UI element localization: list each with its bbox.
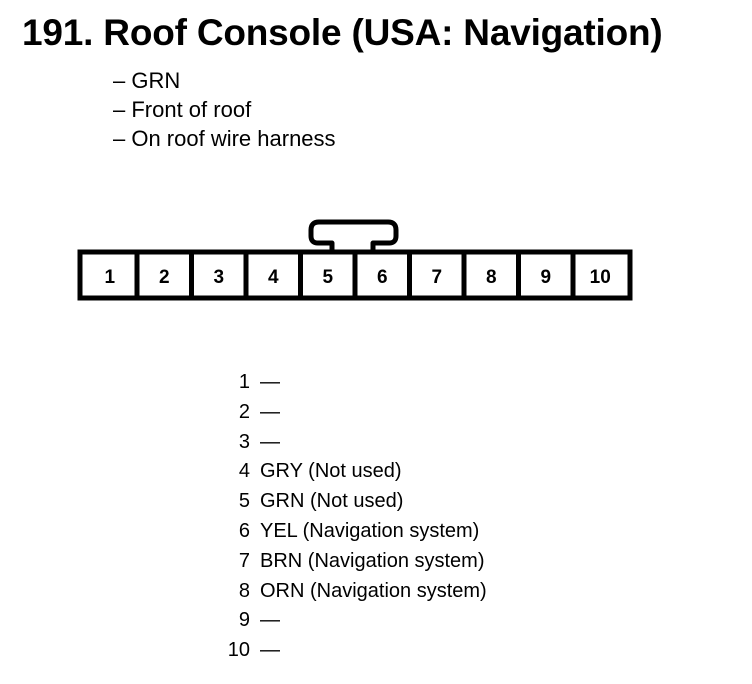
terminal-label-9: 9 bbox=[540, 267, 551, 288]
note-harness: – On roof wire harness bbox=[113, 126, 336, 151]
pin-number: 5 bbox=[238, 490, 250, 513]
page-title: 191. Roof Console (USA: Navigation) bbox=[22, 12, 663, 53]
pin-row-3: 3— bbox=[226, 428, 487, 458]
pin-row-9: 9— bbox=[226, 606, 487, 636]
pin-wire: GRY (Not used) bbox=[260, 460, 402, 483]
pin-number: 4 bbox=[238, 460, 250, 483]
terminal-label-5: 5 bbox=[322, 267, 333, 288]
pin-row-4: 4 GRY (Not used) bbox=[226, 457, 487, 487]
pin-row-5: 5 GRN (Not used) bbox=[226, 487, 487, 517]
pin-number: 7 bbox=[238, 549, 250, 572]
pin-wire: GRN (Not used) bbox=[260, 490, 404, 513]
pin-number: 1 bbox=[238, 371, 250, 393]
note-color: – GRN bbox=[113, 68, 181, 93]
connector-notes: – GRN – Front of roof – On roof wire har… bbox=[113, 66, 336, 153]
pin-wire: ORN (Navigation system) bbox=[260, 579, 487, 602]
pin-wire: YEL (Navigation system) bbox=[260, 519, 480, 542]
pin-row-1: 1— bbox=[226, 368, 487, 398]
pin-row-2: 2— bbox=[226, 398, 487, 428]
pin-wire: BRN (Navigation system) bbox=[260, 549, 485, 572]
terminal-cells: 1 2 3 4 5 6 7 8 9 10 bbox=[104, 254, 611, 296]
note-location: – Front of roof bbox=[113, 97, 252, 122]
terminal-label-7: 7 bbox=[431, 267, 442, 288]
pin-row-8: 8 ORN (Navigation system) bbox=[226, 577, 487, 607]
pin-row-6: 6 YEL (Navigation system) bbox=[226, 517, 487, 547]
pin-number: 3 bbox=[238, 430, 250, 453]
pin-row-7: 7 BRN (Navigation system) bbox=[226, 547, 487, 577]
pin-number: 9 bbox=[238, 609, 250, 632]
pin-number: 8 bbox=[238, 579, 250, 602]
pin-wire: — bbox=[260, 609, 280, 632]
terminal-label-6: 6 bbox=[377, 267, 388, 288]
pin-wire: — bbox=[260, 430, 280, 453]
pin-wire: — bbox=[260, 639, 280, 662]
pin-wire: — bbox=[260, 371, 280, 393]
connector-lock-tab bbox=[308, 219, 399, 252]
terminal-label-2: 2 bbox=[159, 267, 170, 288]
pin-number: 6 bbox=[238, 519, 250, 542]
terminal-label-3: 3 bbox=[213, 267, 224, 288]
pin-number: 10 bbox=[227, 639, 250, 662]
terminal-label-8: 8 bbox=[486, 267, 497, 288]
terminal-label-10: 10 bbox=[590, 267, 611, 288]
terminal-label-4: 4 bbox=[268, 267, 279, 288]
pin-row-10: 10 — bbox=[226, 636, 487, 666]
pin-number: 2 bbox=[238, 400, 250, 423]
pin-wire: — bbox=[260, 400, 280, 423]
terminal-label-1: 1 bbox=[104, 267, 115, 288]
